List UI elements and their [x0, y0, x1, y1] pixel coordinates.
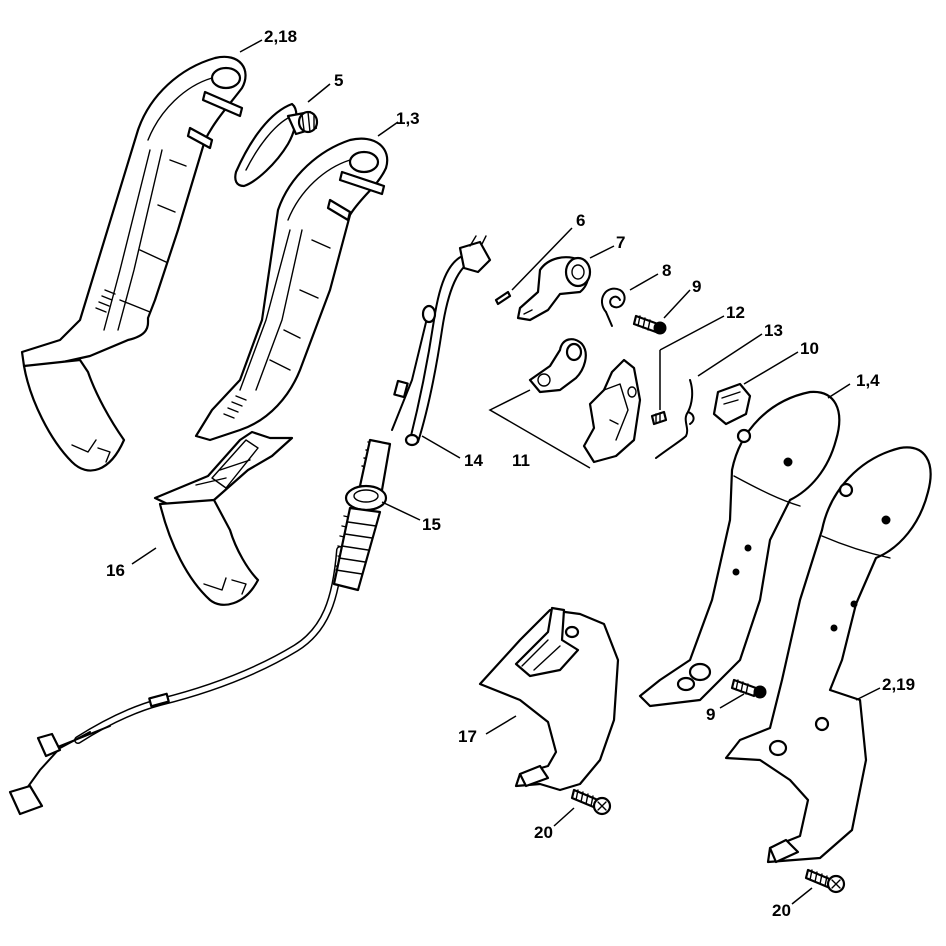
label-17: 17 [458, 727, 477, 746]
part-17-lower-cover [478, 606, 620, 792]
label-7: 7 [616, 233, 625, 252]
part-12-spring-small [650, 410, 668, 426]
part-number-labels: 2,18 5 1,3 6 7 8 9 12 13 10 1,4 14 11 15… [106, 27, 915, 920]
part-14-wiring [404, 235, 492, 447]
label-5: 5 [334, 71, 343, 90]
part-6-pin [494, 290, 512, 306]
part-16-lower-bracket [153, 430, 294, 606]
label-16: 16 [106, 561, 125, 580]
label-10: 10 [800, 339, 819, 358]
label-1-3: 1,3 [396, 109, 420, 128]
label-20-b: 20 [772, 901, 791, 920]
leader-lines [131, 39, 881, 905]
label-14: 14 [464, 451, 483, 470]
label-9-lower: 9 [706, 705, 715, 724]
part-10-slide [712, 382, 752, 426]
label-8: 8 [662, 261, 671, 280]
part-1-3-handle-half [194, 137, 389, 442]
part-15-throttle-cable [8, 304, 437, 816]
label-2-19: 2,19 [882, 675, 915, 694]
part-8-spring [601, 287, 626, 327]
label-15: 15 [422, 515, 441, 534]
part-1-4-shell-half [638, 390, 841, 708]
part-9-screw-lower [730, 678, 767, 699]
label-1-4: 1,4 [856, 371, 880, 390]
label-13: 13 [764, 321, 783, 340]
label-11: 11 [512, 451, 530, 470]
label-9-upper: 9 [692, 277, 701, 296]
part-2-19-shell-half [724, 446, 932, 864]
part-7-trigger-lever [516, 256, 592, 322]
part-5-button [234, 102, 319, 188]
part-13-torsion-spring [655, 379, 695, 459]
part-20-screw-a [570, 788, 612, 816]
label-20-a: 20 [534, 823, 553, 842]
part-20-screw-b [804, 868, 846, 894]
part-2-18-handle-half [20, 55, 247, 472]
label-12: 12 [726, 303, 745, 322]
label-2-18: 2,18 [264, 27, 297, 46]
part-9-screw-upper [632, 314, 667, 335]
label-6: 6 [576, 211, 585, 230]
part-11-switch-assembly [528, 338, 642, 464]
